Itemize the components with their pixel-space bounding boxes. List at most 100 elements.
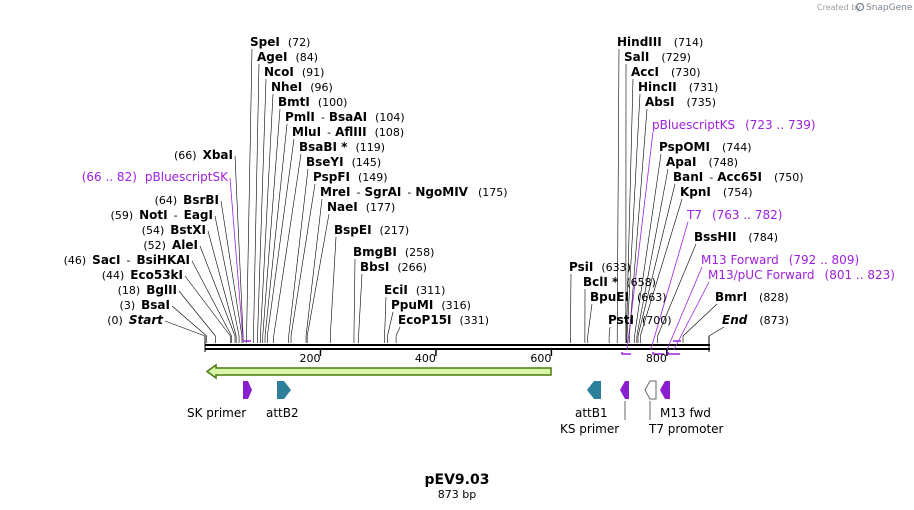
ruler [319,350,668,356]
orf-arrow[interactable] [205,363,552,380]
connector-pmli [264,123,288,337]
site-pos-bmgbi: (258) [405,246,435,259]
feature-label-ks-primer: KS primer [560,422,619,436]
connector-nhei [260,93,274,337]
ruler-label-600: 600 [530,352,551,365]
ruler-label-200: 200 [299,352,320,365]
site-absi: AbsI [645,95,674,109]
feature-attb1-icon[interactable] [587,381,601,399]
site-bbsi: BbsI [360,260,389,274]
site-spei: SpeI [250,35,280,49]
site-pos-bspei: (217) [380,224,410,237]
feature-label-m13-fwd: M13 fwd [660,406,711,420]
site-afliii: AflIII [335,125,367,139]
site-pos-saci: (46) [64,254,87,267]
site-bsshii: BssHII [694,230,736,244]
site-mrei: MreI [320,185,350,199]
site-pos-psii: (633) [601,261,631,274]
feature-m13-fwd-icon[interactable] [660,381,670,399]
site-pos-ecii: (311) [416,284,446,297]
feature-sk-primer-icon[interactable] [243,381,252,399]
site-bcli: BclI * [583,275,619,289]
site-bglii: BglII [146,283,177,297]
site-connectors [164,48,725,351]
site-psii: PsiI [569,260,593,274]
feature-attb2-icon[interactable] [277,381,291,399]
connector-bmri [682,303,718,337]
connector-ncoi [257,78,267,337]
site-kpni: KpnI [680,185,711,199]
site-hindiii: HindIII [617,35,662,49]
primer-range-t7: (763 .. 782) [712,208,782,222]
site-pos-eco53ki: (44) [102,269,125,282]
primer-pbluescriptsk: pBluescriptSK [145,170,229,184]
site-pos-pspomi: (744) [722,141,752,154]
site-pos-nhei: (96) [310,81,333,94]
site-pos-ppumi: (316) [441,299,471,312]
site-pos-bseyi: (145) [352,156,382,169]
connector-bpuei [587,303,593,337]
connector-psti [608,326,611,337]
site-sali: SalI [624,50,649,64]
primer-markers [243,340,681,355]
feature-t7-promoter-icon[interactable] [644,380,657,400]
site-dash: - [174,209,178,222]
site-pos-bani: (750) [774,171,804,184]
plasmid-name: pEV9.03 [425,472,490,488]
primer-connector-m13-forward [666,266,703,351]
site-pos-bpuei: (663) [637,291,667,304]
site-pos-bsrbi: (64) [155,194,178,207]
connector-bstxi [207,230,237,337]
site-dash: - [327,126,331,139]
site-acc65i: Acc65I [717,170,762,184]
site-hincii: HincII [638,80,677,94]
site-pos-psti: (700) [642,314,672,327]
connector-pspomi [634,153,662,337]
site-pos-bsabi: (119) [355,141,385,154]
site-pos-ecop15i: (331) [460,314,490,327]
site-ecii: EciI [384,283,408,297]
site-bani: BanI [673,170,703,184]
connector-absi [629,108,648,337]
connector-acci [626,78,634,337]
site-end: End [722,313,748,327]
connector-bspei [329,236,337,337]
site-pos-absi: (735) [686,96,716,109]
site-bmgbi: BmgBI [353,245,397,259]
connector-mlui [267,138,295,337]
site-pos-acci: (730) [671,66,701,79]
connector-bsshii [657,243,697,337]
primer-m13-puc-forward: M13/pUC Forward [708,268,815,282]
credit-brand: SnapGene [866,3,913,13]
connector-start [164,320,206,337]
connector-apai [636,168,669,337]
site-pos-noti: (59) [111,209,134,222]
site-pos-alei: (52) [143,239,166,252]
site-pos-ncoi: (91) [302,66,325,79]
connector-ecop15i [395,326,401,337]
connector-eco53ki [184,275,231,337]
site-pos-mrei: (175) [478,186,508,199]
credit-prefix: Created by [817,3,861,12]
site-ncoi: NcoI [264,65,294,79]
site-noti: NotI [139,208,168,222]
snapgene-logo-icon [855,2,865,12]
site-apai: ApaI [666,155,696,169]
site-pspomi: PspOMI [659,140,710,154]
site-pos-start: (0) [107,314,123,327]
site-pos-bmti: (100) [318,96,348,109]
connector-kpni [640,198,683,337]
connector-bani [637,183,676,337]
feature-ks-primer-icon[interactable] [620,381,629,399]
site-bstxi: BstXI [170,223,206,237]
primer-range-m13-puc-forward: (801 .. 823) [825,268,895,282]
site-bsrbi: BsrBI [183,193,219,207]
site-bpuei: BpuEI [590,290,629,304]
site-eagi: EagI [184,208,213,222]
site-pos-spei: (72) [288,36,311,49]
site-bspei: BspEI [334,223,372,237]
site-pos-xbai: (66) [174,149,197,162]
primer-range-pbluescriptsk: (66 .. 82) [82,170,137,184]
connector-bsai [171,305,207,337]
ruler-label-800: 800 [646,352,667,365]
